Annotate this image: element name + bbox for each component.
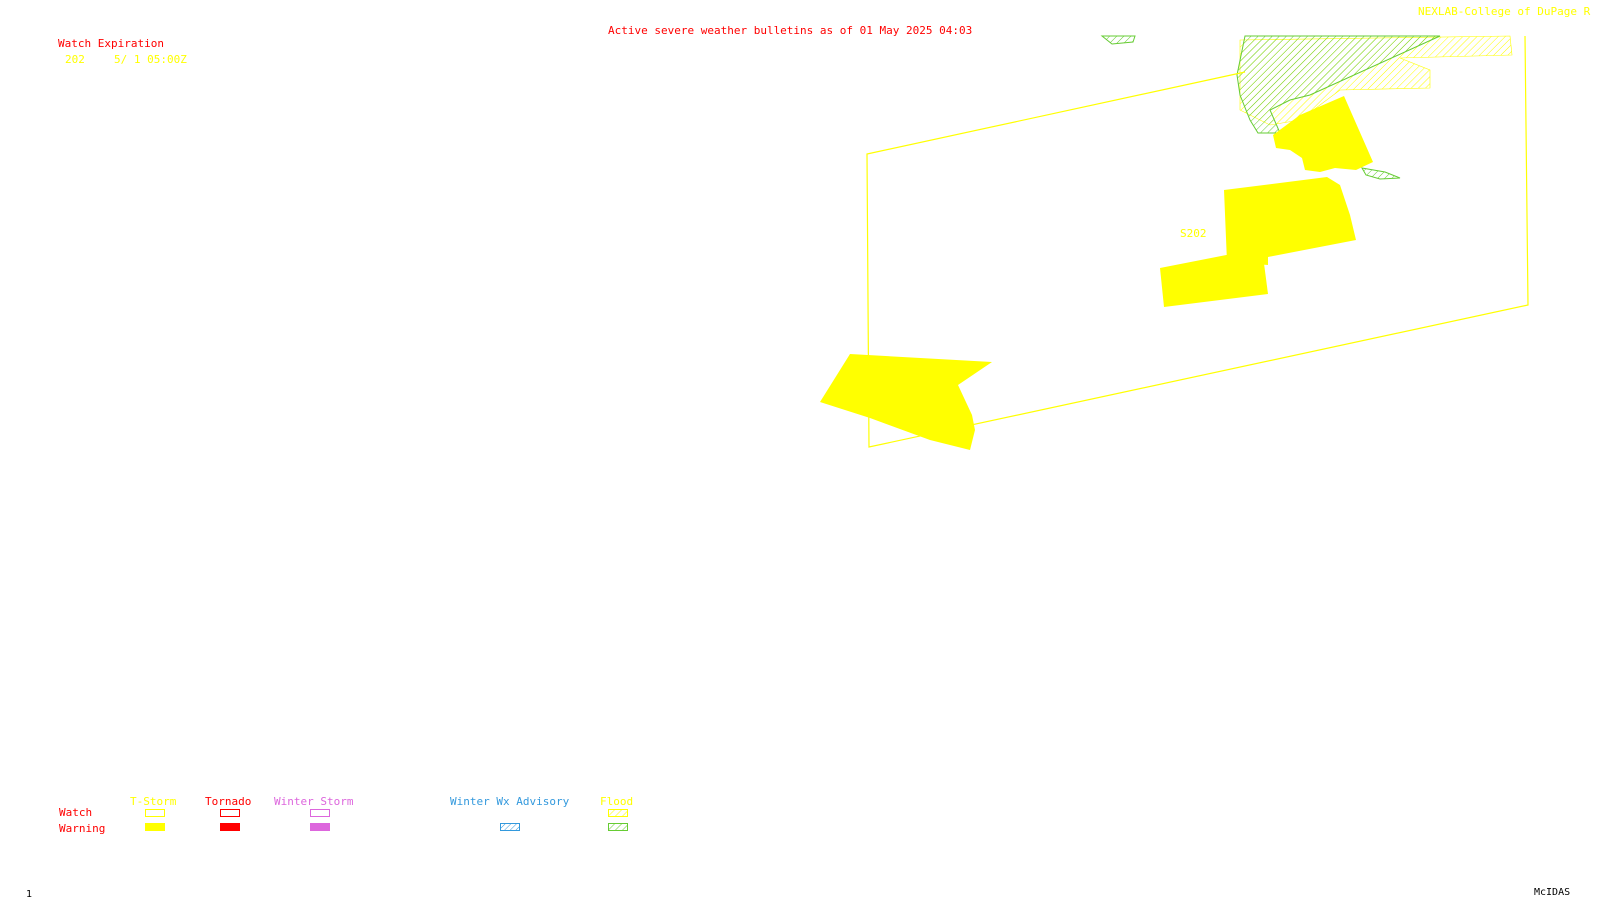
tornado-warning-swatch xyxy=(220,823,240,831)
flood-warning-swatch xyxy=(608,823,628,831)
legend-column-winter-storm: Winter Storm xyxy=(274,795,354,808)
flood-warning-area xyxy=(1100,35,1136,45)
winter-storm-watch-swatch xyxy=(310,809,330,817)
tstorm-watch-outline xyxy=(866,35,1529,448)
legend-row-warning: Warning xyxy=(59,822,106,835)
tstorm-watch-swatch xyxy=(145,809,165,817)
software-label: McIDAS xyxy=(1534,887,1571,898)
winter-advisory-swatch xyxy=(500,823,520,831)
legend-column-flood: Flood xyxy=(600,795,634,808)
tstorm-warning-polygon xyxy=(1224,177,1356,265)
tstorm-warning-polygon xyxy=(1160,248,1268,307)
tornado-watch-swatch xyxy=(220,809,240,817)
tstorm-warning-polygon xyxy=(1273,96,1373,172)
tstorm-warning-swatch xyxy=(145,823,165,831)
legend-row-watch: Watch xyxy=(59,806,93,819)
tstorm-warning-polygon xyxy=(820,354,992,450)
watch-expiration-label: Watch Expiration xyxy=(58,37,164,50)
bulletin-title: Active severe weather bulletins as of 01… xyxy=(608,24,973,37)
watch-id-label: S202 xyxy=(1180,227,1207,240)
flood-watch-swatch xyxy=(608,809,628,817)
legend-column-tornado: Tornado xyxy=(205,795,252,808)
frame-number: 1 xyxy=(26,889,33,900)
watch-number: 202 xyxy=(65,53,85,66)
winter-storm-warning-swatch xyxy=(310,823,330,831)
legend-column-winter-advisory: Winter Wx Advisory xyxy=(450,795,570,808)
legend-column-tstorm: T-Storm xyxy=(130,795,177,808)
flood-warning-area xyxy=(1361,167,1401,180)
watch-expiry-time: 5/ 1 05:00Z xyxy=(114,53,187,66)
credit-text: NEXLAB-College of DuPage R xyxy=(1418,5,1591,18)
